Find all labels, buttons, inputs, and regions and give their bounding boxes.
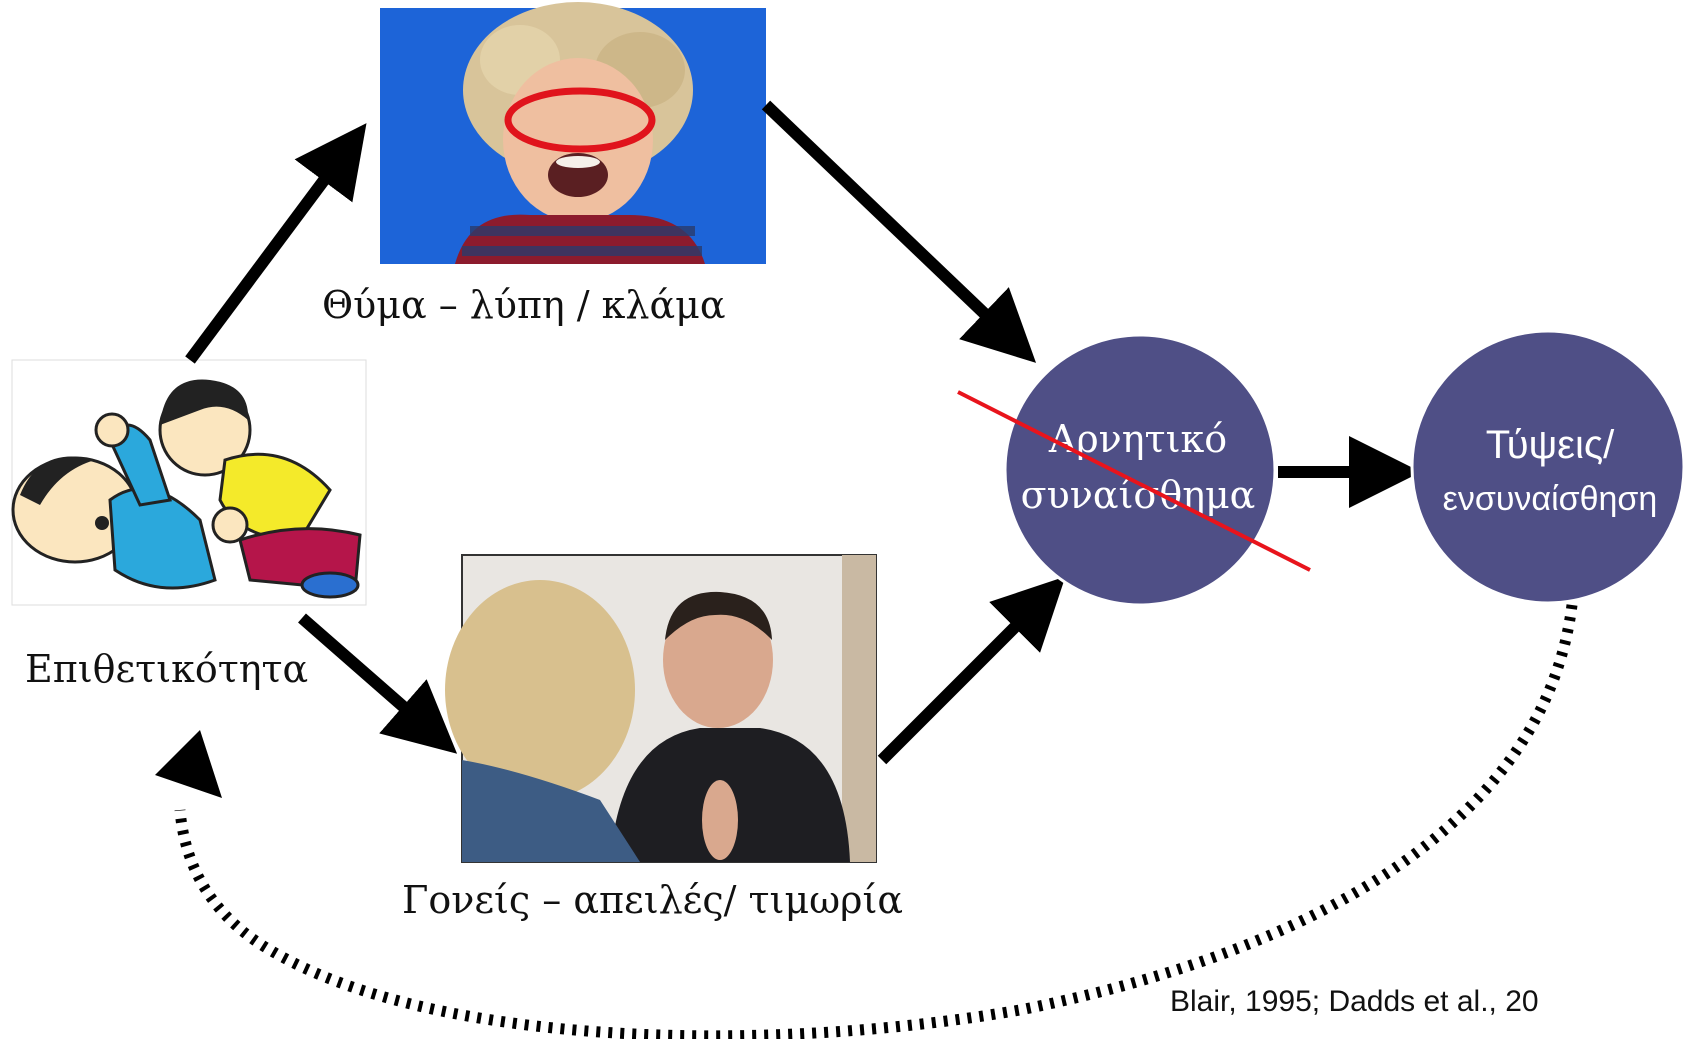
parents-scolding-image: [445, 554, 877, 863]
arrow-aggression-to-victim: [185, 123, 367, 364]
aggression-cartoon-image: [11, 359, 367, 606]
victim-label: Θύμα – λύπη / κλάμα: [322, 283, 726, 327]
parents-label: Γονείς – απειλές/ τιμωρία: [402, 878, 904, 922]
arrow-parents-to-negative-emotion: [877, 576, 1066, 765]
eyes-highlight-ellipse: [504, 87, 656, 153]
feedback-dotted-arrow: [174, 604, 1578, 1039]
negative-emotion-line2: συναίσθημα: [1021, 473, 1256, 517]
citation: Blair, 1995; Dadds et al., 20: [1170, 985, 1539, 1018]
negative-emotion-node: Αρνητικό συναίσθημα: [957, 333, 1311, 607]
aggression-label: Επιθετικότητα: [25, 647, 309, 691]
victim-crying-child-image: [380, 2, 766, 264]
guilt-empathy-node: Τύψεις/ ενσυναίσθηση: [1410, 329, 1686, 605]
guilt-line2: ενσυναίσθηση: [1443, 480, 1658, 518]
arrow-aggression-to-parents: [298, 613, 458, 754]
negative-emotion-line1: Αρνητικό: [1048, 417, 1227, 461]
feedback-arrowhead: [155, 730, 222, 798]
arrow-victim-to-negative-emotion: [761, 100, 1037, 363]
guilt-line1: Τύψεις/: [1486, 423, 1615, 467]
cross-out-line: [957, 390, 1311, 572]
